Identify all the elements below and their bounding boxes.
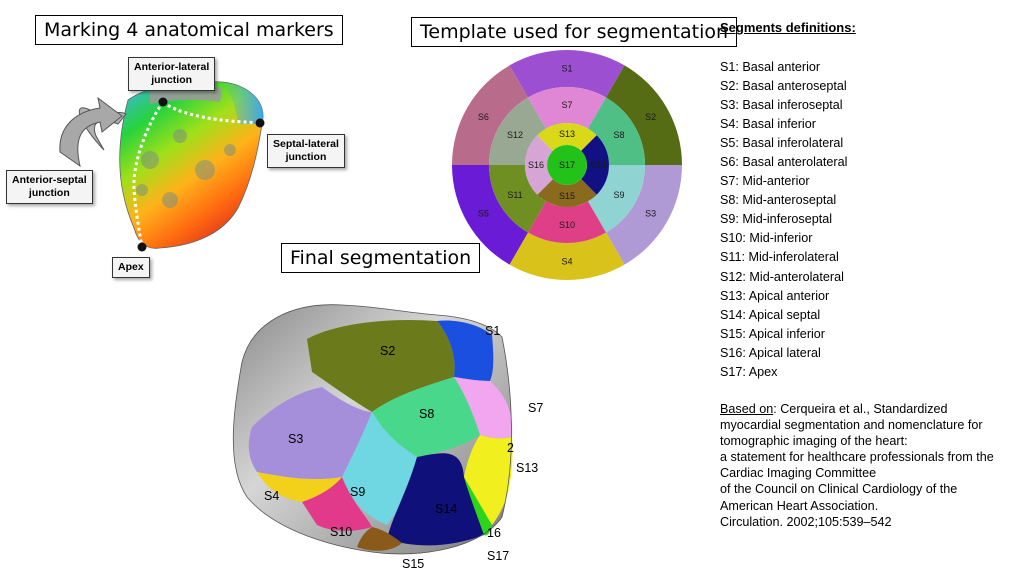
bullseye-segment-s6 [452,65,528,165]
definition-item: S2: Basal anteroseptal [720,79,847,94]
septal-lateral-junction-callout: Septal-lateral junction [267,134,345,169]
segment-s14 [387,453,484,546]
final-segment-label: 16 [487,526,501,540]
apex-callout: Apex [112,257,150,279]
bullseye-label: S2 [645,112,656,122]
bullseye-label: S1 [561,64,572,74]
definition-item: S1: Basal anterior [720,60,821,74]
definition-item: S16: Apical lateral [720,345,821,360]
final-segment-label: S7 [528,401,543,415]
bullseye-label: S5 [478,208,489,218]
reference-line: a statement for healthcare professionals… [720,450,994,465]
bullseye-segment-s7 [528,87,606,129]
segment-s3 [248,387,372,480]
segment-s2 [307,319,455,412]
final-segment-label: S10 [330,525,352,539]
bullseye-segment-s4 [509,232,625,280]
bullseye-segment-s17 [547,145,587,185]
bullseye-label: S9 [613,190,624,200]
bullseye-label: S4 [561,257,572,267]
final-segment-label: S1 [485,324,500,338]
final-segment-label: S13 [516,461,538,475]
bullseye-segment-s15 [537,179,597,207]
bullseye-label: S11 [507,190,522,200]
final-segment-label: 2 [507,441,514,455]
definition-item: S13: Apical anterior [720,288,830,303]
bullseye-segment-s2 [606,65,682,165]
bullseye-label: S13 [559,129,575,139]
definition-item: S8: Mid-anteroseptal [720,193,837,208]
bullseye-segment-s8 [588,97,645,165]
bullseye-label: S6 [478,112,489,122]
segment-s8 [372,377,480,457]
markers-title: Marking 4 anatomical markers [35,15,343,45]
definition-item: S7: Mid-anterior [720,174,810,189]
segment-s4 [257,472,342,502]
final-segment-label: S4 [264,489,279,503]
reference-line: : Cerqueira et al., Standardized [773,402,948,416]
definition-item: S17: Apex [720,364,778,379]
bullseye-segment-s9 [588,165,645,233]
final-segment-label: S9 [350,485,365,499]
bullseye-label: S3 [645,208,656,218]
segment-s16-partial [464,477,492,536]
definition-item: S3: Basal inferoseptal [720,98,843,113]
reference-line: of the Council on Clinical Cardiology of… [720,482,958,497]
definition-item: S9: Mid-inferoseptal [720,212,832,227]
segment-s10 [302,477,372,531]
bullseye-segment-s3 [606,165,682,265]
bullseye-segment-s11 [489,165,546,233]
final-segment-label: S8 [419,407,434,421]
bullseye-segment-s12 [489,97,546,165]
final-segment-label: S3 [288,432,303,446]
reference-line: myocardial segmentation and nomenclature… [720,418,983,433]
anterior-lateral-junction-callout: Anterior-lateral junction [128,57,216,92]
bullseye-label: S12 [507,130,523,140]
bullseye-label: S14 [590,160,606,170]
bullseye-segment-s14 [581,135,609,195]
segment-s7 [454,377,513,439]
final-title: Final segmentation [281,243,481,273]
bullseye-label: S10 [559,220,575,230]
template-title: Template used for segmentation [411,17,738,47]
definition-item: S15: Apical inferior [720,326,826,341]
reference-line: Cardiac Imaging Committee [720,466,877,481]
bullseye-segment-s10 [528,201,606,244]
definition-item: S11: Mid-inferolateral [720,250,839,265]
definition-item: S4: Basal inferior [720,117,816,132]
final-segment-label: S17 [487,549,509,563]
segment-s15 [357,527,402,551]
definition-item: S6: Basal anterolateral [720,155,848,170]
reference-text: Based on: Cerqueira et al., Standardized… [720,401,1020,530]
definition-item: S12: Mid-anterolateral [720,269,844,284]
definition-item: S5: Basal inferolateral [720,136,844,151]
segment-s9 [342,412,417,525]
reference-line: Circulation. 2002;105:539–542 [720,514,892,529]
final-segment-label: S14 [435,502,457,516]
reference-line: tomographic imaging of the heart: [720,434,908,449]
reference-label: Based on [720,402,774,416]
bullseye-label: S16 [528,160,544,170]
definitions-heading: Segments definitions: [720,20,856,35]
bullseye-segment-s16 [525,135,553,195]
bullseye-segment-s1 [509,49,625,98]
bullseye-label: S7 [561,100,572,110]
bullseye-segment-s5 [452,165,528,265]
reference-line: American Heart Association. [720,498,879,513]
final-segment-label: S2 [380,344,395,358]
final-segment-label: S15 [402,557,424,571]
bullseye-segment-s13 [537,123,597,151]
segment-s1 [437,320,494,381]
bullseye-label: S8 [613,130,624,140]
anterior-septal-junction-callout: Anterior-septal junction [6,170,93,205]
bullseye-label: S17 [559,160,575,170]
definition-item: S10: Mid-inferior [720,231,813,246]
definition-item: S14: Apical septal [720,307,821,322]
bullseye-label: S15 [559,191,575,201]
marker-heart-figure [59,81,265,252]
